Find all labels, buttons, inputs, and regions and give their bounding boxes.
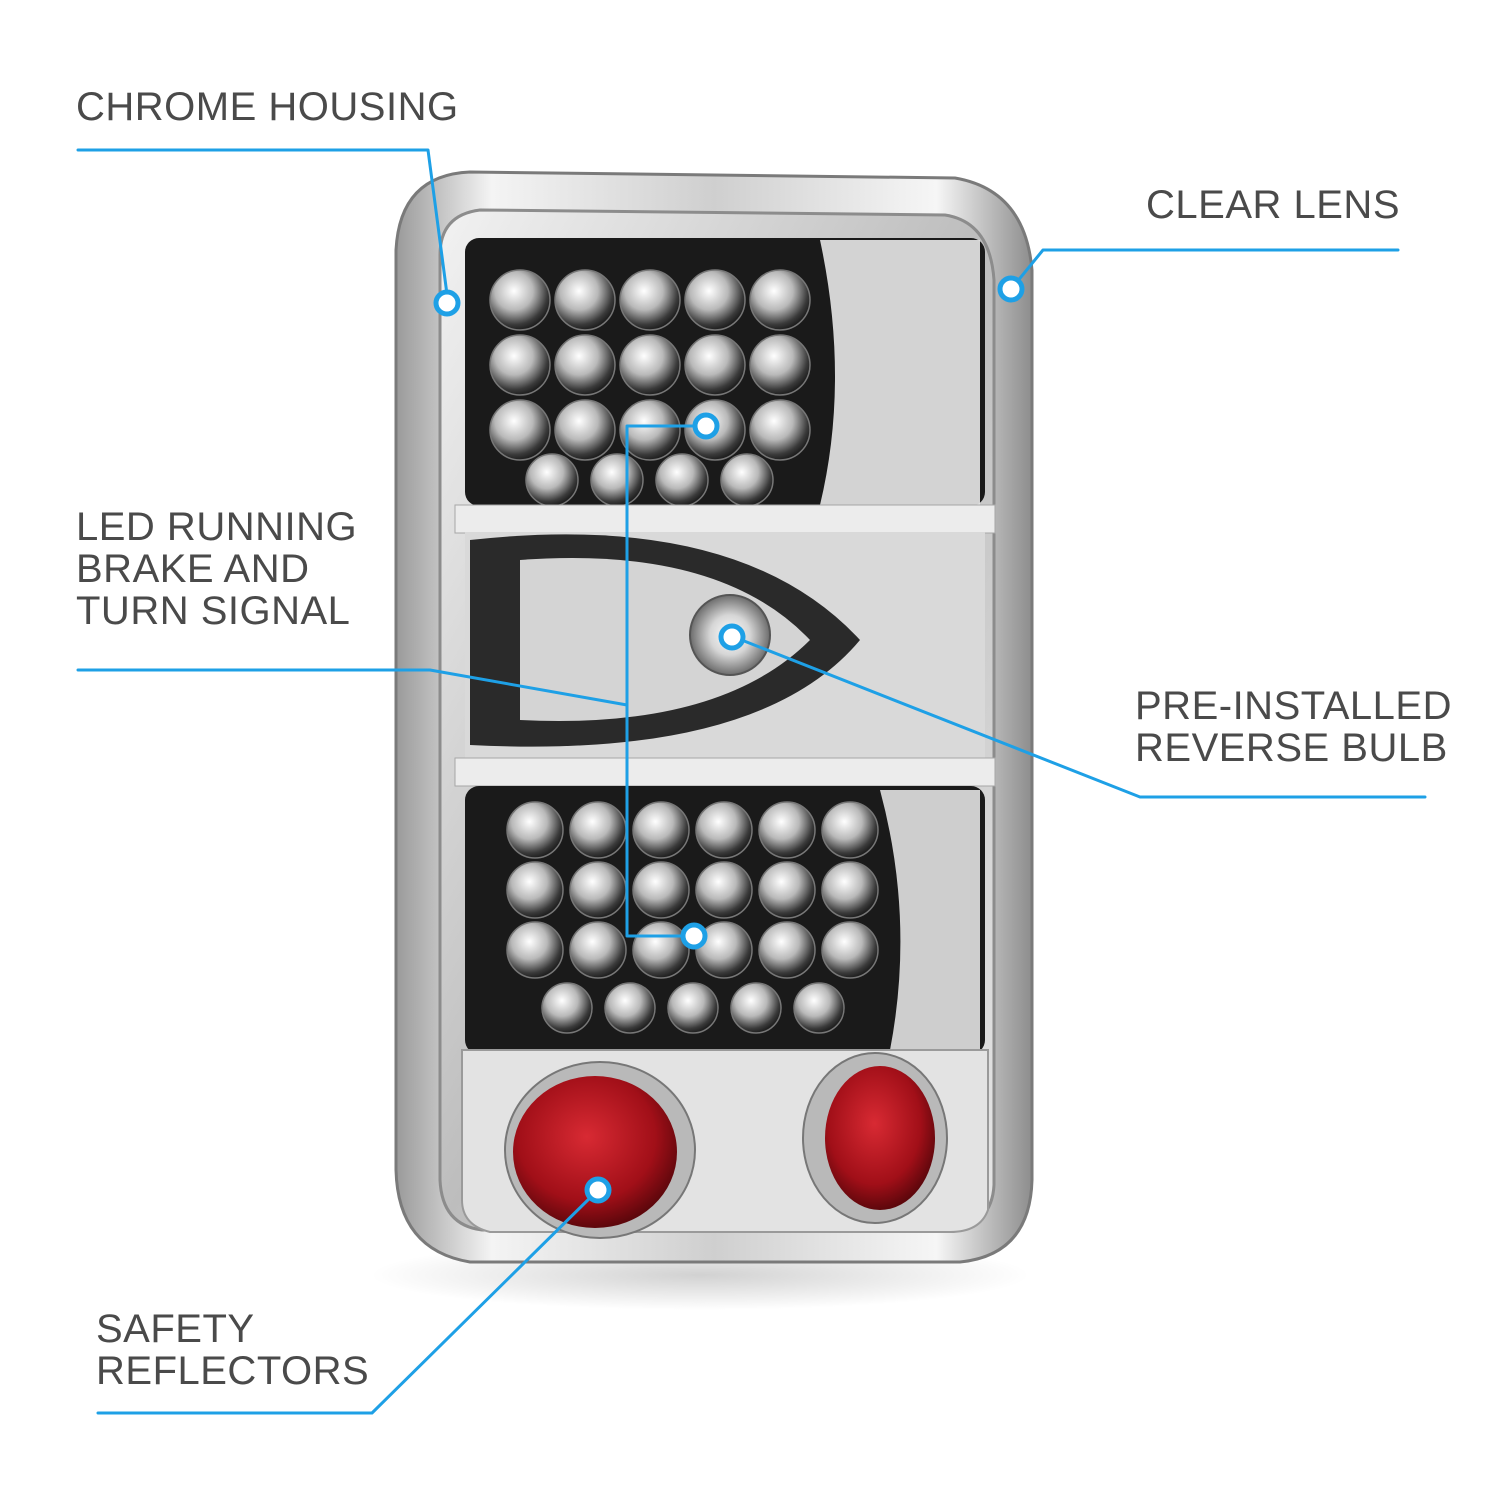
callout-dot-icon [584,1176,612,1204]
callout-lines [76,148,1427,1415]
upper-led-array [489,269,811,507]
callout-dots [433,275,1025,1204]
lower-divider [454,757,996,787]
callout-line-clear-lens [1010,248,1400,290]
label-line: SAFETY [96,1307,255,1351]
label-line: LED RUNNING [76,505,358,549]
lower-clear-lens [880,790,980,1050]
callout-dot-icon [718,623,746,651]
callout-line-led-upper [625,424,707,938]
lower-led-array [506,801,879,1034]
label-clear-lens: CLEAR LENS [1146,184,1400,226]
label-line: REFLECTORS [96,1349,370,1393]
callout-dot-icon [997,275,1025,303]
label-line: CHROME HOUSING [76,85,459,129]
upper-clear-lens [820,240,980,505]
label-reflectors: SAFETY REFLECTORS [96,1308,369,1392]
label-line: TURN SIGNAL [76,589,351,633]
label-reverse-bulb: PRE-INSTALLED REVERSE BULB [1135,685,1452,769]
callout-line-reverse-bulb [732,635,1427,799]
callout-dot-icon [433,289,461,317]
left-reflector [513,1076,677,1228]
label-led: LED RUNNING BRAKE AND TURN SIGNAL [76,506,357,632]
callout-dot-icon [680,922,708,950]
upper-divider [454,504,996,534]
label-line: BRAKE AND [76,547,310,591]
label-chrome-housing: CHROME HOUSING [76,86,459,128]
right-reflector [825,1066,935,1210]
callout-line-reflectors [96,1188,600,1415]
callout-line-chrome-housing [76,148,450,304]
label-line: CLEAR LENS [1146,183,1400,227]
callout-line-led [76,668,629,707]
label-line: PRE-INSTALLED [1135,684,1452,728]
label-line: REVERSE BULB [1135,726,1448,770]
callout-dot-icon [692,412,720,440]
